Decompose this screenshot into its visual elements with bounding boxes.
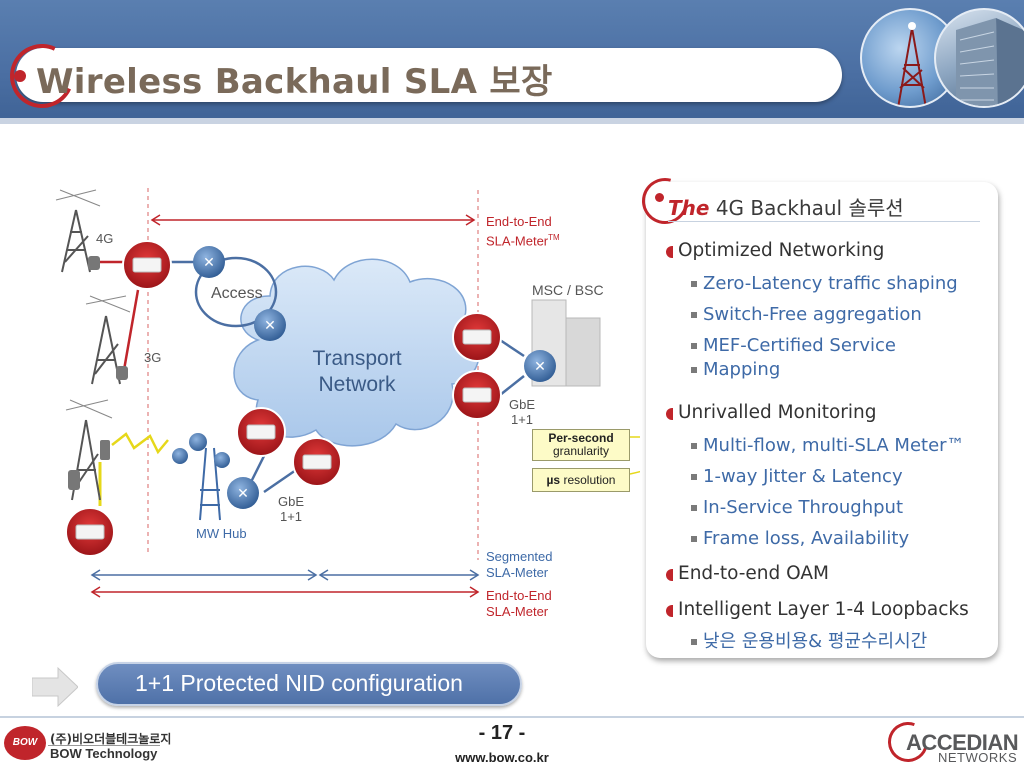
cloud-label-line2: Network: [318, 373, 396, 396]
section-e2e-oam: End-to-end OAM: [665, 563, 830, 584]
list-item: 1-way Jitter & Latency: [691, 466, 903, 487]
e2e-top-line1: End-to-End: [486, 214, 552, 229]
title-banner: [16, 48, 842, 102]
label-gbe-core: GbE 1+1: [505, 397, 539, 427]
trademark-mark: TM: [548, 233, 560, 242]
section-unrivalled-monitoring: Unrivalled Monitoring: [666, 402, 877, 423]
nid-hub-2: [292, 437, 342, 487]
svg-text:✕: ✕: [203, 254, 215, 270]
panel-bullet-icon: [655, 193, 664, 202]
building-image: [934, 8, 1024, 108]
switch-mw-hub: ✕: [227, 477, 259, 509]
nid-4g: [122, 240, 172, 290]
gbe-hub-line1: GbE: [277, 494, 304, 509]
nid-core-2: [452, 370, 502, 420]
list-item: In-Service Throughput: [690, 497, 904, 518]
gbe-hub-line2: 1+1: [279, 509, 303, 524]
switch-access-2: ✕: [254, 309, 286, 341]
gbe-core-line2: 1+1: [510, 412, 534, 427]
label-mw-hub: MW Hub: [196, 526, 247, 541]
section-loopbacks: Intelligent Layer 1-4 Loopbacks: [666, 599, 969, 620]
segmented-line1: Segmented: [486, 549, 553, 564]
callout-us-text: resolution: [560, 473, 616, 487]
label-gbe-hub: GbE 1+1: [274, 494, 308, 524]
accedian-logo-sub: NETWORKS: [938, 750, 1018, 765]
e2e-top-arrow: [150, 214, 476, 226]
list-item: Switch-Free aggregation: [691, 304, 922, 325]
solution-panel: [646, 182, 998, 658]
label-segmented: Segmented SLA-Meter: [486, 549, 553, 581]
switch-access-1: ✕: [193, 246, 225, 278]
panel-heading: The 4G Backhaul 솔루션: [668, 192, 904, 221]
company-name-korean: (주)비오더블테크놀로지: [50, 732, 172, 746]
nid-remote: [65, 507, 115, 557]
gbe-core-line1: GbE: [508, 397, 535, 412]
nid-config-banner: [96, 662, 522, 706]
e2e-bottom-line2: SLA-Meter: [486, 604, 549, 619]
callout-per-second-text: granularity: [552, 444, 610, 458]
access-ring: [194, 256, 278, 328]
list-item: Frame loss, Availability: [690, 528, 910, 549]
footer-divider: [0, 716, 1024, 718]
company-name-divider: [48, 745, 160, 746]
panel-divider: [668, 221, 980, 222]
label-3g: 3G: [144, 350, 162, 365]
segmented-line2: SLA-Meter: [486, 565, 549, 580]
header-divider: [0, 118, 1024, 124]
bow-logo: BOW: [4, 726, 46, 760]
network-diagram: ✕ ✕ ✕ ✕: [55, 188, 640, 598]
company-name-english: BOW Technology: [50, 746, 158, 761]
e2e-top-line2: SLA-Meter: [486, 233, 549, 249]
cell-tower-3g: [85, 295, 131, 385]
callout-us-bold: µs: [546, 473, 561, 487]
title-bullet-icon: [14, 70, 26, 82]
label-e2e-top: End-to-End SLA-MeterTM: [486, 214, 560, 249]
nid-hub-1: [236, 407, 286, 457]
list-item-continued: Mapping: [690, 359, 781, 380]
panel-heading-the: The: [668, 196, 710, 220]
callout-us-resolution: µs resolution: [532, 468, 630, 492]
cloud-label-line1: Transport: [312, 347, 402, 370]
segmented-arrows: [90, 569, 480, 581]
callout-per-second-bold: Per-second: [548, 431, 614, 445]
list-item: 낮은 운용비용& 평균수리시간: [690, 631, 928, 652]
arrow-right-icon: [32, 666, 78, 708]
label-access: Access: [211, 285, 263, 302]
cloud-label: Transport Network: [296, 346, 418, 398]
switch-core: ✕: [524, 350, 556, 382]
panel-heading-text: 4G Backhaul 솔루션: [715, 196, 904, 220]
cell-tower-4g: [55, 189, 101, 273]
microwave-link: [111, 432, 169, 455]
nid-core-1: [452, 312, 502, 362]
list-item: Zero-Latency traffic shaping: [691, 273, 958, 294]
page-number: - 17 -: [478, 722, 526, 744]
e2e-bottom-line1: End-to-End: [486, 588, 552, 603]
svg-text:✕: ✕: [264, 317, 276, 333]
e2e-bottom-arrow: [90, 586, 480, 598]
list-item: Multi-flow, multi-SLA Meter™: [691, 435, 965, 456]
website-url[interactable]: www.bow.co.kr: [455, 750, 549, 765]
section-optimized-networking: Optimized Networking: [665, 240, 885, 261]
label-4g: 4G: [96, 231, 114, 246]
nid-config-text: 1+1 Protected NID configuration: [135, 670, 463, 696]
svg-text:✕: ✕: [534, 358, 546, 374]
callout-per-second: Per-second granularity: [532, 429, 630, 461]
accedian-logo: ACCEDIAN: [906, 730, 1019, 755]
label-msc-bsc: MSC / BSC: [532, 282, 604, 298]
label-e2e-bottom: End-to-End SLA-Meter: [486, 588, 552, 620]
page-title: Wireless Backhaul SLA 보장: [36, 62, 553, 102]
list-item: MEF-Certified Service: [691, 335, 896, 356]
svg-text:✕: ✕: [237, 485, 249, 501]
